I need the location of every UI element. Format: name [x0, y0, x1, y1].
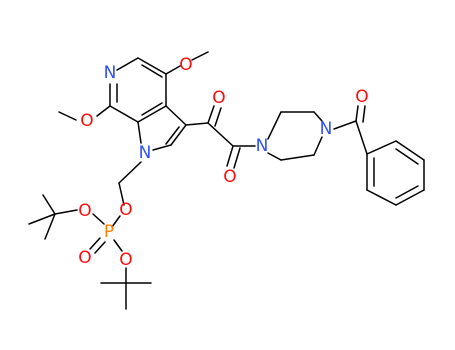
bond-ph-4-inner [395, 185, 419, 199]
bond-cbz-ph [355, 120, 368, 155]
bonds [28, 51, 425, 310]
atom-keto-o-1: O [212, 88, 225, 108]
atom-tbu-o-upper: O [78, 201, 91, 221]
bond-p-o-dbl-2 [94, 241, 106, 254]
bond-ca-cb [207, 122, 234, 147]
bond-o-tbu1 [54, 209, 78, 215]
atom-methoxy-o-top: O [179, 55, 192, 75]
atom-phosphorus: P [104, 222, 114, 242]
bond-p-o-upper [92, 213, 105, 225]
bond-c5-c4-inner [141, 64, 163, 78]
atom-labels: N O O O O N N O N O P O O O [78, 55, 368, 270]
bond-ch2-o [118, 182, 125, 206]
atom-pyridine-n: N [104, 63, 117, 83]
bond-c3a-c7a [137, 105, 167, 123]
bond-o-left-ch3 [58, 111, 77, 121]
bond-ph-5 [366, 189, 397, 206]
atom-methoxy-o-left: O [80, 111, 93, 131]
bond-c3-c2 [170, 124, 187, 146]
bond-c7-o-left [96, 105, 111, 117]
bond-cbz-o-dbl [362, 105, 366, 123]
bond-cb-o2 [226, 145, 234, 167]
bond-c5-c4 [137, 57, 167, 75]
bond-o-top-ch3 [191, 51, 209, 61]
bond-cbz-o [355, 105, 359, 122]
bond-ph-2 [395, 140, 425, 161]
bond-c3-ca [185, 122, 209, 126]
bond-cb-o2-dbl [233, 147, 241, 169]
bond-pip-1 [267, 111, 282, 140]
bond-c7a-c7 [109, 105, 139, 123]
bond-npip-cbz [333, 120, 357, 130]
bond-tbu1-me2 [28, 213, 56, 225]
bond-pip-3 [313, 111, 323, 122]
bond-tbu1-me3 [44, 213, 56, 240]
bond-pip-5 [280, 154, 315, 161]
bond-o-p [111, 215, 121, 228]
bond-n1-c7a [137, 121, 142, 144]
bond-c3-c2-inner [165, 126, 180, 145]
bond-c3a-c7a-inner [141, 102, 163, 116]
bond-ca-o1 [207, 105, 215, 124]
bond-p-o-lower [113, 239, 123, 252]
bond-pip-6 [267, 152, 282, 161]
bond-n1-ch2 [118, 161, 142, 184]
bond-c4-o-top [165, 65, 181, 75]
atom-ester-o-ch2: O [119, 200, 132, 220]
bond-pip-4 [313, 136, 323, 156]
atom-benzoyl-o: O [355, 87, 368, 107]
bond-ph-4 [395, 189, 425, 206]
bond-ph-1 [366, 140, 397, 155]
bond-c2-n1 [152, 144, 172, 151]
bond-ph-2-inner [395, 148, 419, 165]
atom-keto-o-2: O [223, 167, 236, 187]
atom-phosphoryl-o: O [78, 248, 91, 268]
bond-n6-c5 [116, 57, 139, 71]
atom-piperazine-n-right: N [320, 119, 333, 139]
bond-ca-o1-dbl [214, 107, 222, 127]
atom-tbu-o-lower: O [119, 250, 132, 270]
bond-tbu1-me1 [42, 194, 56, 215]
bond-p-o-dbl-1 [89, 237, 101, 250]
bond-c3a-c3 [165, 105, 187, 126]
atom-piperazine-n-left: N [256, 136, 269, 156]
atom-pyrrole-n: N [139, 143, 152, 163]
